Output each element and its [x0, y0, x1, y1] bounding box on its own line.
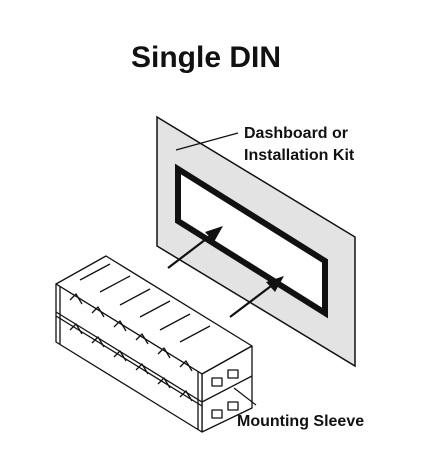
dashboard-label-line2: Installation Kit	[244, 147, 355, 164]
sleeve-leader	[233, 387, 257, 406]
dashboard-panel	[156, 115, 356, 368]
diagram-title: Single DIN	[131, 41, 281, 74]
din-opening	[175, 163, 328, 319]
dashboard-label-line1: Dashboard or	[244, 125, 348, 142]
mounting-sleeve	[55, 255, 253, 433]
dashboard-leader	[175, 132, 239, 151]
mounting-sleeve-label: Mounting Sleeve	[237, 413, 364, 430]
insertion-arrows	[167, 226, 284, 318]
